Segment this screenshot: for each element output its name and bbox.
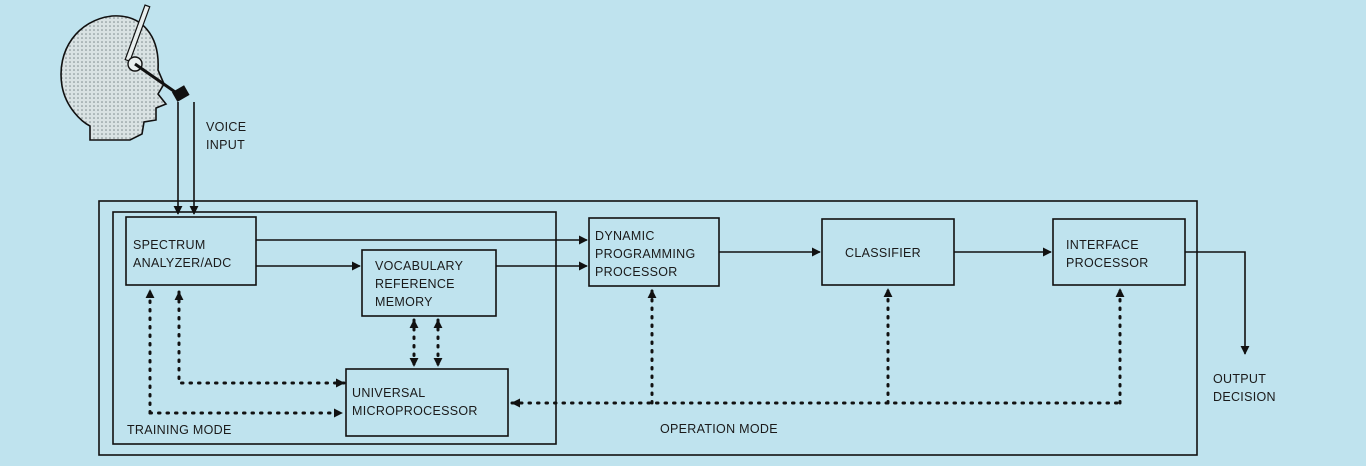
interface-processor-block bbox=[1052, 218, 1186, 286]
classifier-label: CLASSIFIER bbox=[845, 246, 921, 260]
dp-label-line1: DYNAMIC bbox=[595, 229, 655, 243]
micro-label-line2: MICROPROCESSOR bbox=[352, 404, 478, 418]
operation-mode-label: OPERATION MODE bbox=[660, 422, 778, 436]
head-with-headset-microphone-icon bbox=[60, 4, 190, 141]
output-decision-arrow bbox=[1185, 251, 1250, 355]
vocab-label-line1: VOCABULARY bbox=[375, 259, 464, 273]
interface-label-line1: INTERFACE bbox=[1066, 238, 1139, 252]
interface-label-line2: PROCESSOR bbox=[1066, 256, 1149, 270]
vocabulary-memory-block bbox=[361, 249, 497, 317]
output-decision-label-line2: DECISION bbox=[1213, 390, 1276, 404]
voice-input-label-line1: VOICE bbox=[206, 120, 246, 134]
vocab-label-line2: REFERENCE bbox=[375, 277, 455, 291]
dp-label-line3: PROCESSOR bbox=[595, 265, 678, 279]
voice-input-label-line2: INPUT bbox=[206, 138, 245, 152]
control-lines bbox=[145, 287, 1125, 418]
spectrum-label-line2: ANALYZER/ADC bbox=[133, 256, 232, 270]
training-mode-frame bbox=[112, 211, 557, 445]
microprocessor-block bbox=[345, 368, 509, 437]
spectrum-analyzer-block bbox=[125, 216, 257, 286]
training-mode-label: TRAINING MODE bbox=[127, 423, 232, 437]
micro-label-line1: UNIVERSAL bbox=[352, 386, 426, 400]
dp-label-line2: PROGRAMMING bbox=[595, 247, 696, 261]
output-decision-label-line1: OUTPUT bbox=[1213, 372, 1266, 386]
operation-mode-frame bbox=[98, 200, 1198, 456]
vocab-label-line3: MEMORY bbox=[375, 295, 433, 309]
spectrum-label-line1: SPECTRUM bbox=[133, 238, 206, 252]
